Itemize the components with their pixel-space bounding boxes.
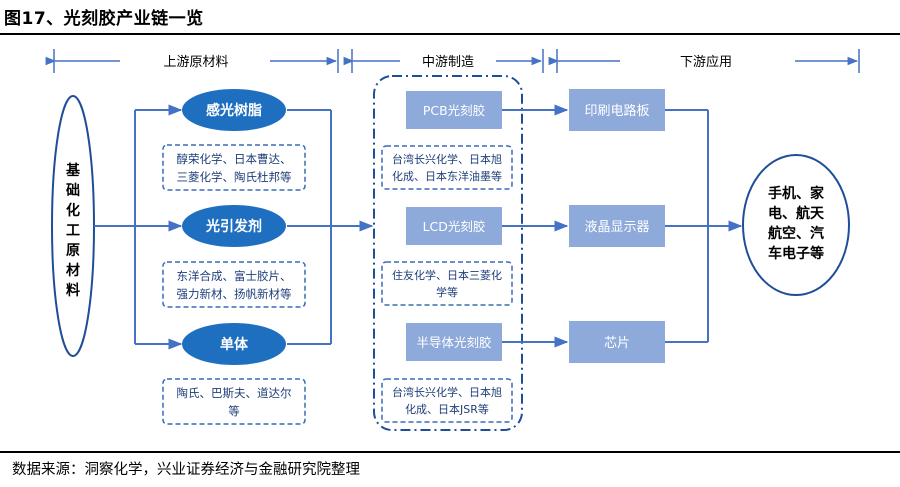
supplier-line: 强力新材、扬帆新材等 [177,287,292,301]
stage-label-midstream: 中游制造 [422,55,474,70]
material-label: 光引发剂 [205,218,262,235]
end-use-line: 航空、汽 [768,225,824,242]
base-char-5: 材 [66,262,80,279]
supplier-line: 陶氏、巴斯夫、道达尔 [177,386,292,400]
stage-label-upstream: 上游原材料 [163,55,228,70]
product-lcd-photoresist: LCD光刻胶 住友化学、日本三菱化 学等 [381,207,513,306]
maker-line: 住友化学、日本三菱化 [392,268,502,282]
end-use-node: 手机、家 电、航天 航空、汽 车电子等 [742,154,850,296]
stage-label-downstream: 下游应用 [680,54,732,70]
product-pcb-photoresist: PCB光刻胶 台湾长兴化学、日本旭 化成、日本东洋油墨等 [381,91,513,190]
maker-line: 台湾长兴化学、日本旭 [392,385,502,399]
stage-header-upstream: 上游原材料 [45,49,339,73]
material-photosensitive-resin: 感光树脂 醇荣化学、日本曹达、 三菱化学、陶氏杜邦等 [162,89,306,191]
product-label: 半导体光刻胶 [416,335,491,350]
application-label: 液晶显示器 [584,220,649,235]
stage-header-downstream: 下游应用 [548,49,860,73]
application-chip: 芯片 [569,321,665,363]
source-divider [0,451,900,453]
application-lcd: 液晶显示器 [569,205,665,247]
material-label: 单体 [220,336,249,353]
supplier-line: 醇荣化学、日本曹达、 [177,152,292,166]
product-semiconductor-photoresist: 半导体光刻胶 台湾长兴化学、日本旭 化成、日本JSR等 [381,323,513,423]
product-label: PCB光刻胶 [423,103,485,118]
material-label: 感光树脂 [206,102,262,119]
base-char-4: 原 [66,243,80,259]
upstream-connectors [94,104,374,350]
base-char-6: 料 [66,282,80,299]
supplier-line: 东洋合成、富士胶片、 [177,269,292,283]
supplier-line: 等 [228,404,240,418]
application-pcb: 印刷电路板 [569,89,665,131]
end-use-line: 手机、家 [768,185,825,202]
base-char-0: 基 [66,162,81,179]
maker-line: 台湾长兴化学、日本旭 [392,152,502,166]
base-char-1: 础 [66,182,80,199]
base-char-2: 化 [66,202,80,219]
midstream-connectors [502,104,569,348]
midstream-container [373,75,523,431]
source-note: 数据来源：洞察化学，兴业证券经济与金融研究院整理 [12,462,360,478]
stage-header-midstream: 中游制造 [343,49,544,73]
title-divider [0,33,900,35]
maker-line: 化成、日本东洋油墨等 [392,169,502,183]
application-label: 芯片 [604,336,630,351]
base-char-3: 工 [66,223,80,239]
application-label: 印刷电路板 [584,103,649,119]
figure-title: 图17、光刻胶产业链一览 [4,9,204,29]
product-label: LCD光刻胶 [423,219,486,234]
material-photoinitiator: 光引发剂 东洋合成、富士胶片、 强力新材、扬帆新材等 [162,205,306,308]
material-monomer: 单体 陶氏、巴斯夫、道达尔 等 [162,323,306,425]
downstream-connectors [665,109,743,343]
maker-line: 化成、日本JSR等 [405,402,489,416]
end-use-line: 电、航天 [768,205,825,222]
supplier-line: 三菱化学、陶氏杜邦等 [177,170,292,184]
maker-line: 学等 [436,285,458,299]
base-chemicals-node: 基 础 化 工 原 材 料 [51,95,95,357]
end-use-line: 车电子等 [768,245,824,262]
